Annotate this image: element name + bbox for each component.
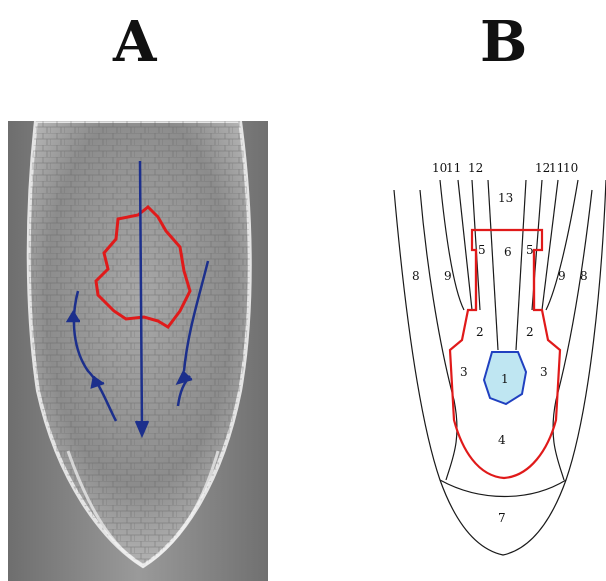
label-11-left: 11 xyxy=(446,161,461,175)
label-2-left: 2 xyxy=(476,325,484,339)
label-10-left: 10 xyxy=(432,161,447,175)
cortex-right xyxy=(542,180,558,310)
label-3-right: 3 xyxy=(540,365,548,379)
label-7: 7 xyxy=(498,511,506,525)
label-12-left: 12 xyxy=(468,161,483,175)
epidermis-right xyxy=(546,180,578,310)
label-5-left: 5 xyxy=(478,243,486,257)
label-4: 4 xyxy=(498,433,506,447)
root-tip-micrograph xyxy=(8,121,268,581)
label-5-right: 5 xyxy=(526,243,534,257)
label-1: 1 xyxy=(501,372,509,386)
root-tip-schematic: 10 11 12 13 12 11 10 5 6 5 8 9 9 8 2 2 3… xyxy=(380,150,606,570)
panel-a-label: A xyxy=(113,14,156,70)
stele-right xyxy=(516,180,526,350)
label-9-left: 9 xyxy=(444,269,452,283)
label-8-right: 8 xyxy=(580,269,588,283)
stele-left xyxy=(488,180,498,350)
cortex-left xyxy=(458,180,472,310)
label-9-right: 9 xyxy=(558,269,566,283)
panel-b-label: B xyxy=(480,14,527,70)
lateral-root-cap-right xyxy=(553,190,592,480)
label-10-right: 10 xyxy=(563,161,578,175)
label-11-right: 11 xyxy=(549,161,564,175)
label-3-left: 3 xyxy=(460,365,468,379)
columella-boundary xyxy=(440,480,566,497)
label-6: 6 xyxy=(504,245,512,259)
label-13: 13 xyxy=(498,191,513,205)
label-8-left: 8 xyxy=(412,269,420,283)
lateral-root-cap-left xyxy=(420,190,457,480)
label-12-right: 12 xyxy=(535,161,550,175)
label-2-right: 2 xyxy=(526,325,534,339)
